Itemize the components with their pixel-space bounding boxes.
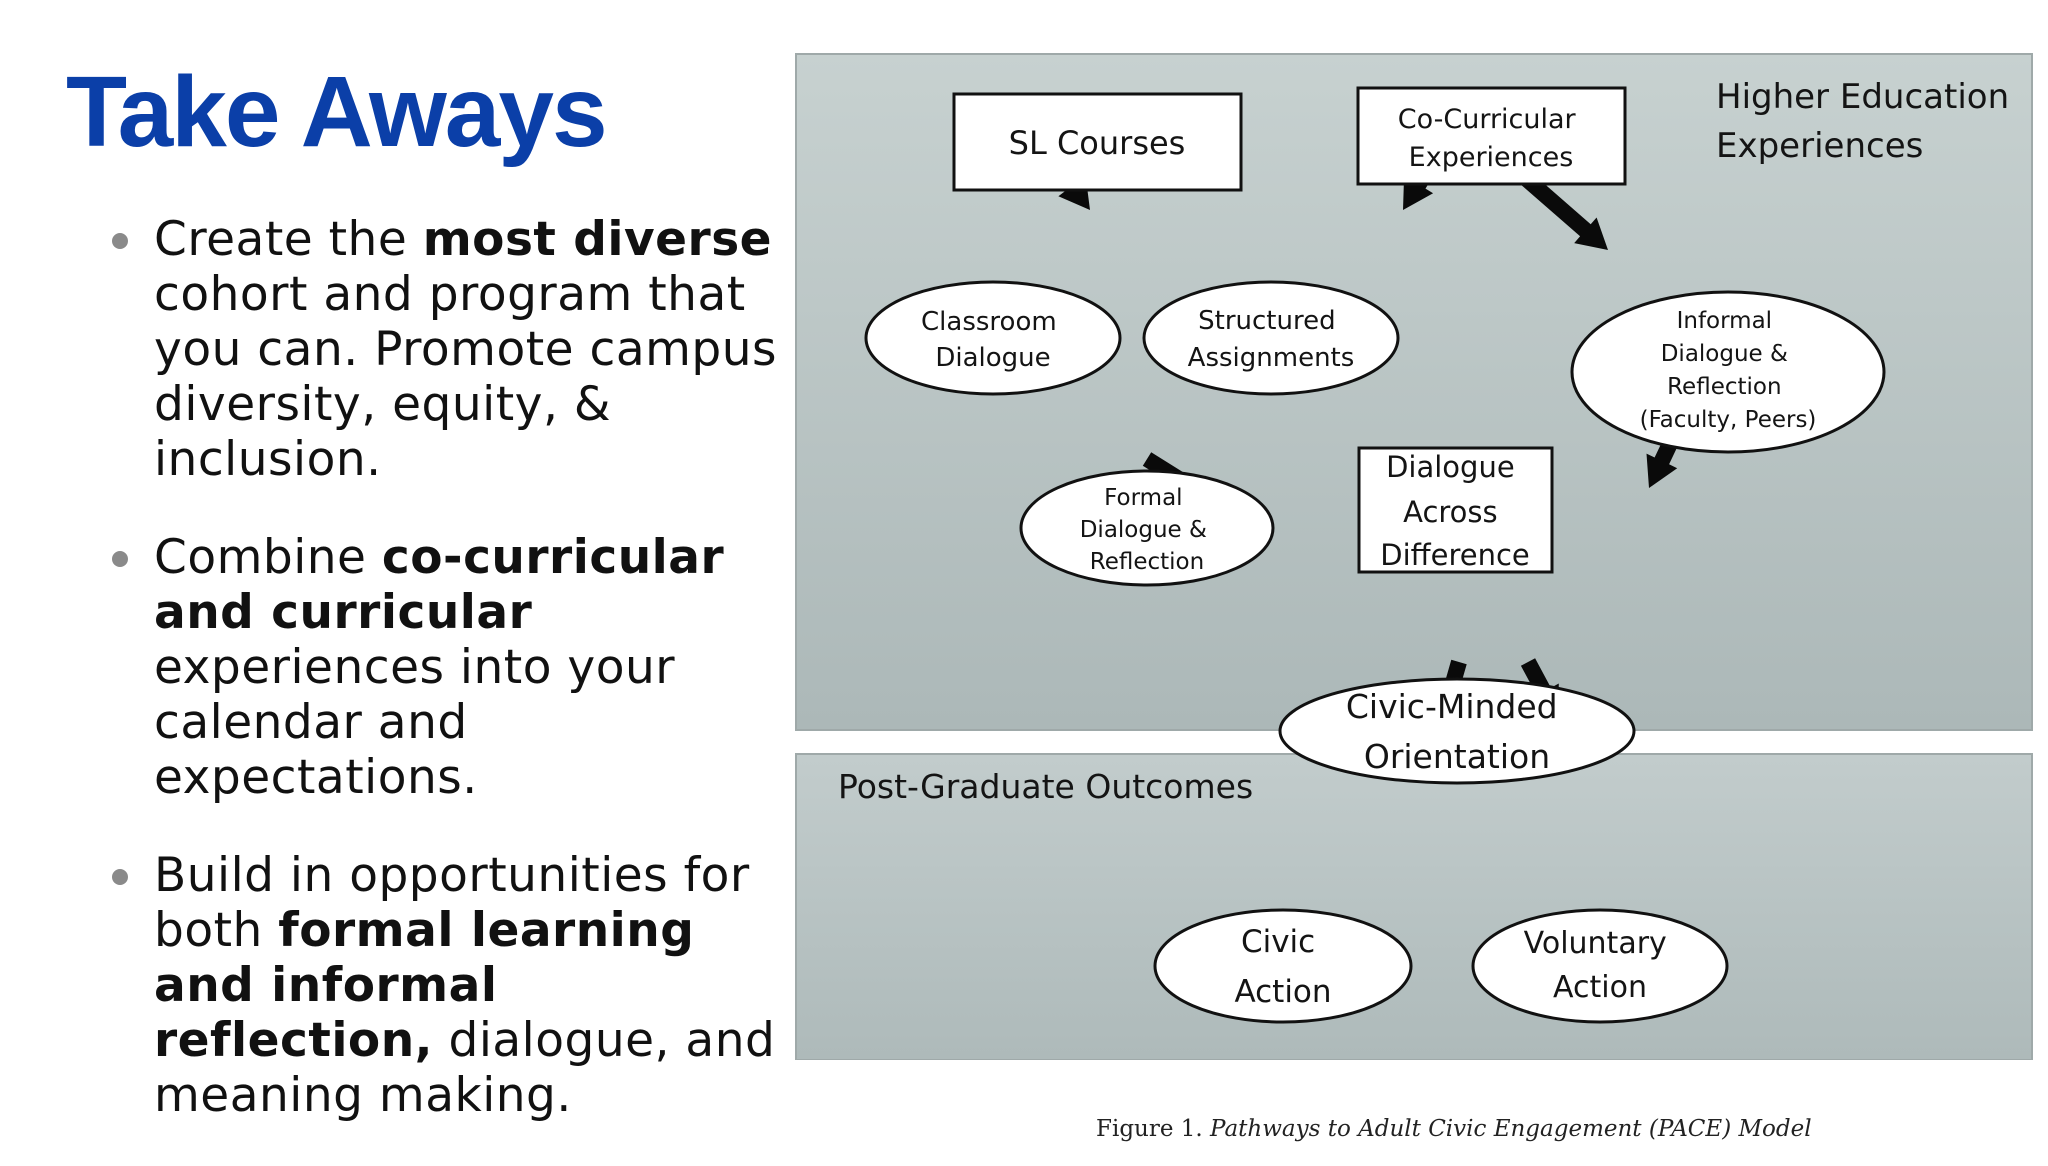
figure-caption-label: Figure 1.: [1096, 1116, 1203, 1142]
svg-text:Civic Action: Civic Action: [1234, 924, 1331, 1010]
node-co-curricular: Co-Curricular Experiences: [1356, 86, 1627, 186]
takeaway-item: Create the most diverse cohort and progr…: [100, 212, 780, 487]
node-sl-courses: SL Courses: [952, 92, 1243, 192]
takeaway-text: Combine: [154, 530, 382, 585]
takeaway-text: dialogue, and meaning making.: [154, 1013, 776, 1123]
takeaway-item: Combine co-curricular and curricular exp…: [100, 530, 780, 805]
node-dialogue-across-difference: Dialogue Across Difference: [1357, 446, 1554, 574]
higher-ed-label: Higher Education Experiences: [1716, 77, 2020, 166]
node-classroom-dialogue: Classroom Dialogue: [864, 280, 1122, 396]
takeaway-text: Create the: [154, 212, 423, 267]
takeaway-item: Build in opportunities for both formal l…: [100, 848, 780, 1123]
node-formal-dialogue: Formal Dialogue & Reflection: [1019, 469, 1275, 587]
takeaway-emphasis: co-curricular and curricular: [154, 530, 725, 640]
svg-text:Formal Dialogue &: Formal Dialogue & Reflection: [1080, 485, 1215, 575]
svg-text:SL Courses: SL Courses: [1009, 124, 1186, 162]
takeaway-text: Build in opportunities for both: [154, 848, 750, 958]
slide-title: Take Aways: [66, 56, 608, 168]
figure-caption-text: Pathways to Adult Civic Engagement (PACE…: [1210, 1116, 1812, 1142]
takeaway-emphasis: most diverse: [422, 212, 773, 267]
node-structured-assignments: Structured Assignments: [1142, 280, 1400, 396]
svg-text:Co-Curricular Experience: Co-Curricular Experiences: [1398, 104, 1585, 173]
post-grad-label: Post-Graduate Outcomes: [838, 767, 1253, 806]
svg-text:Informal Dialogue &: Informal Dialogue & Reflection (Faculty,…: [1640, 308, 1817, 433]
svg-text:Dialogue Across Di: Dialogue Across Difference: [1380, 450, 1530, 572]
takeaway-emphasis: formal learning and informal reflection,: [154, 903, 695, 1068]
figure-caption: Figure 1. Pathways to Adult Civic Engage…: [1096, 1116, 1812, 1142]
node-civic-minded-orientation: Civic-Minded Orientation: [1278, 677, 1636, 785]
node-civic-action: Civic Action: [1153, 908, 1413, 1024]
pace-model-diagram: Higher Education Experiences Post-Gradua…: [795, 53, 2033, 1060]
takeaway-list: Create the most diverse cohort and progr…: [100, 212, 780, 1166]
svg-text:Voluntary Action: Voluntary Action: [1524, 926, 1677, 1005]
svg-text:Classroom Dialogue: Classroom Dialogue: [921, 307, 1065, 373]
svg-text:Civic-Minded Orientation: Civic-Minded Orientation: [1346, 687, 1568, 776]
node-informal-dialogue: Informal Dialogue & Reflection (Faculty,…: [1570, 290, 1886, 454]
svg-text:Structured Assignments: Structured Assignments: [1188, 306, 1355, 373]
takeaway-text: experiences into your calendar and expec…: [154, 640, 676, 805]
takeaway-text: cohort and program that you can. Promote…: [154, 267, 778, 487]
post-grad-panel: [795, 753, 2033, 1060]
node-voluntary-action: Voluntary Action: [1471, 908, 1729, 1024]
